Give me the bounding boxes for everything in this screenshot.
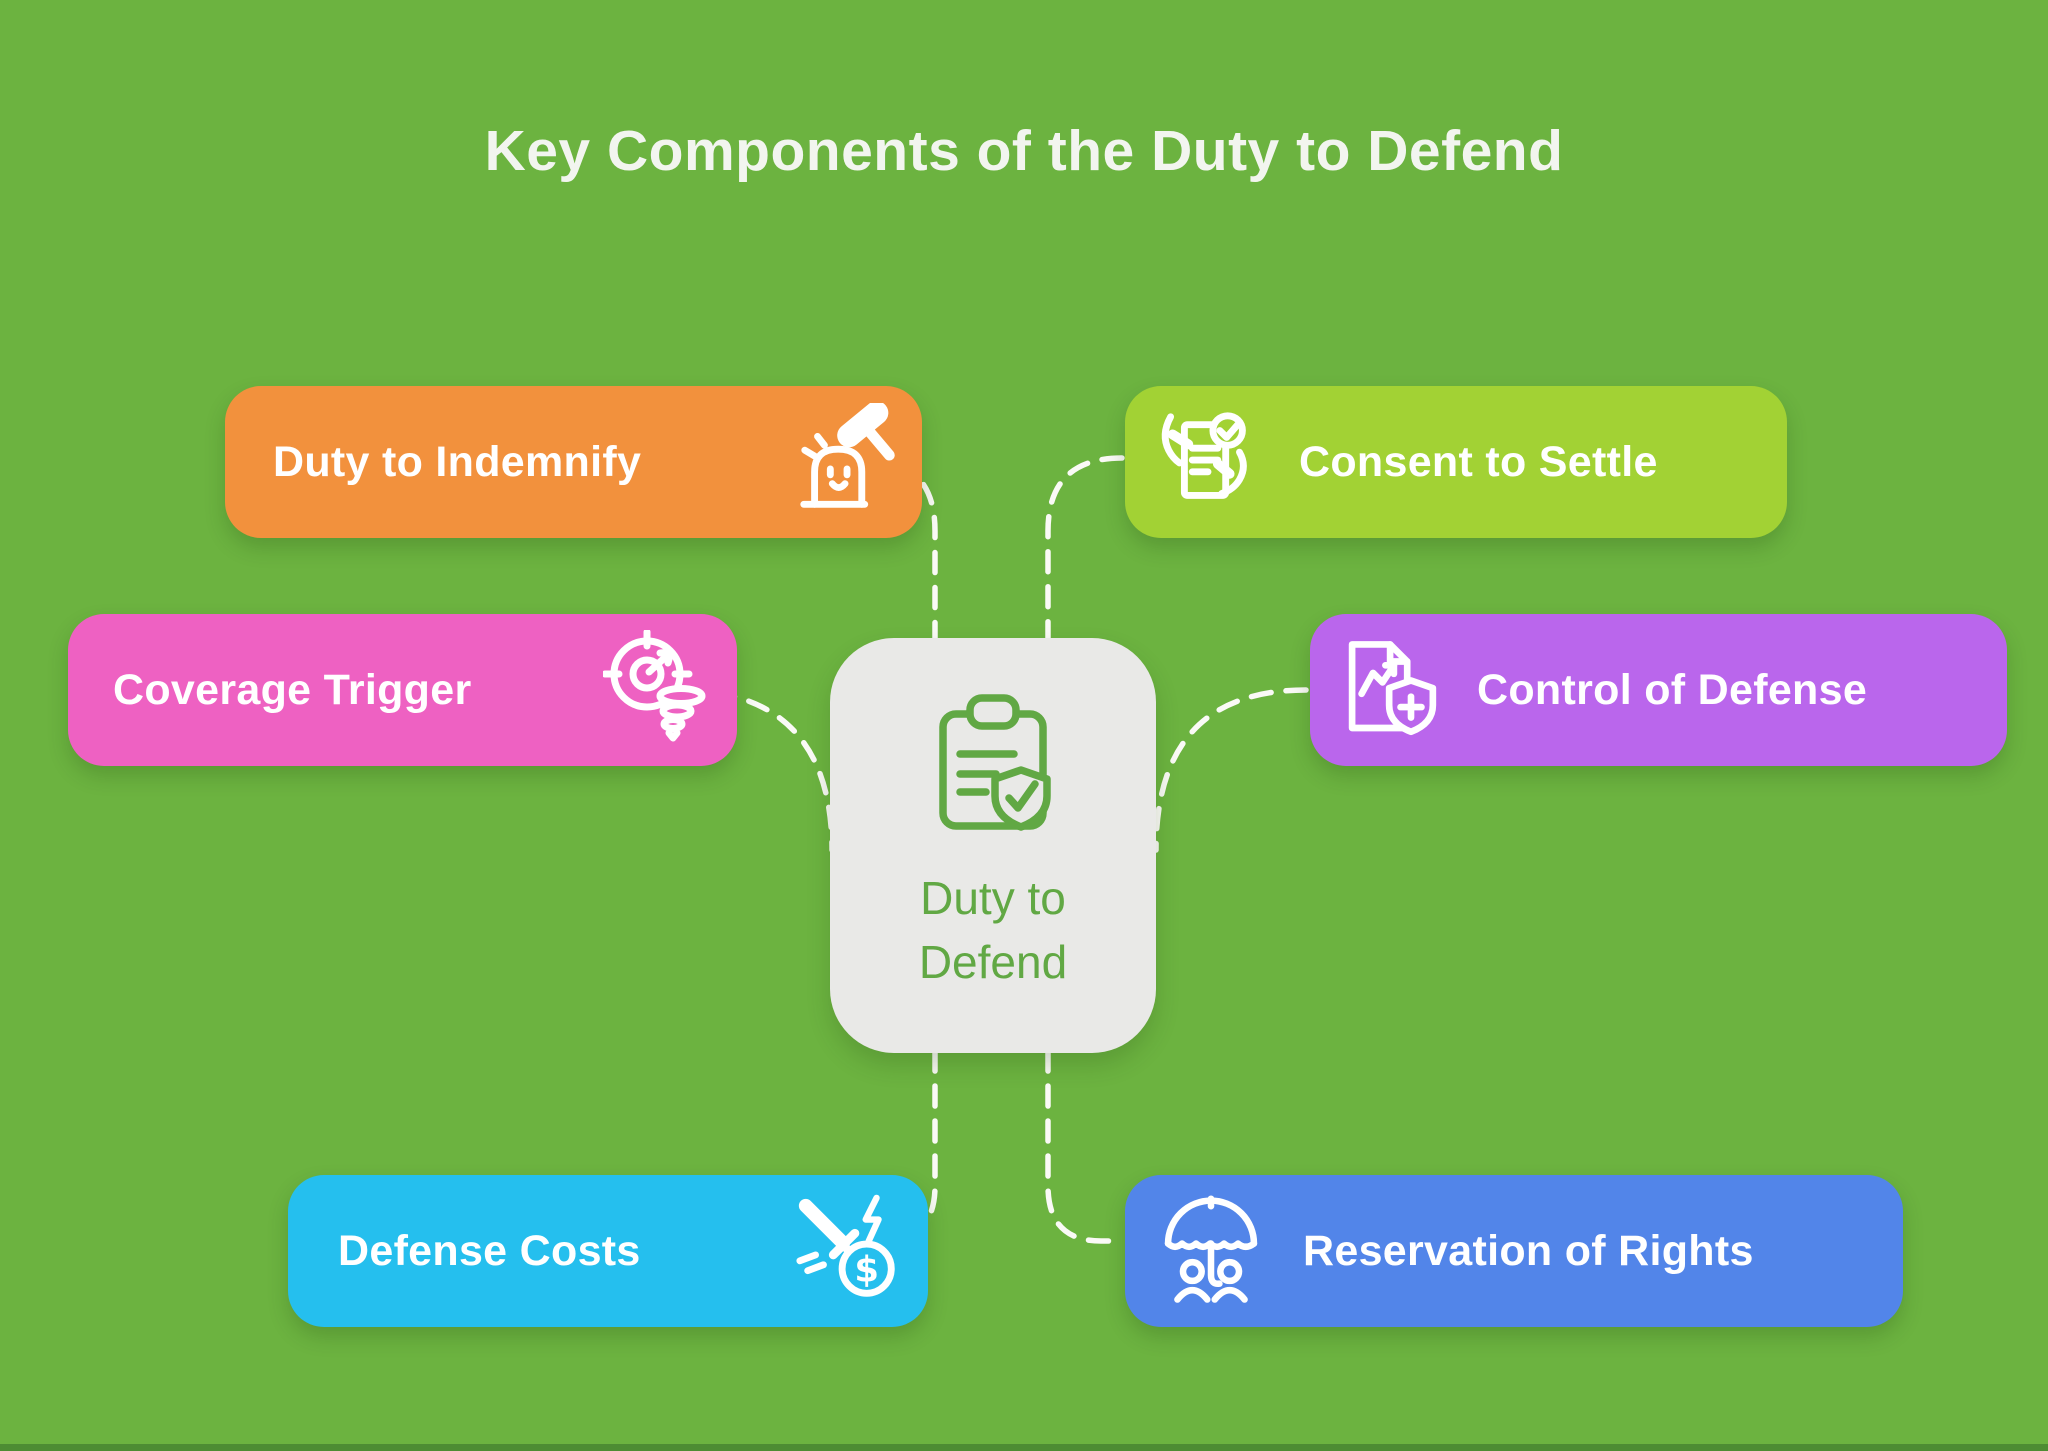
- node-consent-to-settle: Consent to Settle: [1125, 386, 1787, 538]
- sword-coin-bolt-icon: $: [796, 1194, 895, 1297]
- document-chart-shield-icon: [1348, 641, 1437, 736]
- target-tornado-icon: [603, 630, 706, 742]
- bottom-edge-strip: [0, 1444, 2048, 1451]
- center-node-label-line2: Defend: [918, 936, 1068, 988]
- node-label: Control of Defense: [1477, 665, 1868, 714]
- connector-reservation-of-rights: [1045, 1048, 1126, 1244]
- gavel-mole-icon: [800, 403, 895, 508]
- svg-text:$: $: [854, 1249, 879, 1290]
- node-label: Coverage Trigger: [113, 665, 472, 714]
- node-label: Consent to Settle: [1299, 437, 1658, 486]
- node-coverage-trigger: Coverage Trigger: [68, 614, 737, 766]
- connector-control-of-defense: [1153, 687, 1309, 853]
- hands-document-check-icon: [1161, 412, 1247, 499]
- center-node-duty-to-defend: Duty to Defend: [830, 638, 1156, 1053]
- node-label: Duty to Indemnify: [273, 437, 642, 486]
- clipboard-shield-check-icon: [939, 694, 1051, 831]
- node-label: Reservation of Rights: [1303, 1226, 1754, 1275]
- node-reservation-of-rights: Reservation of Rights: [1125, 1175, 1903, 1327]
- node-defense-costs: Defense Costs $: [288, 1175, 928, 1327]
- umbrella-people-icon: [1164, 1195, 1258, 1303]
- node-control-of-defense: Control of Defense: [1310, 614, 2007, 766]
- node-label: Defense Costs: [338, 1226, 641, 1275]
- center-node-label-line1: Duty to: [920, 872, 1066, 924]
- page-title: Key Components of the Duty to Defend: [484, 119, 1564, 183]
- node-duty-to-indemnify: Duty to Indemnify: [225, 386, 922, 538]
- connector-consent-to-settle: [1045, 455, 1125, 644]
- center-node-label: Duty to Defend: [919, 866, 1067, 994]
